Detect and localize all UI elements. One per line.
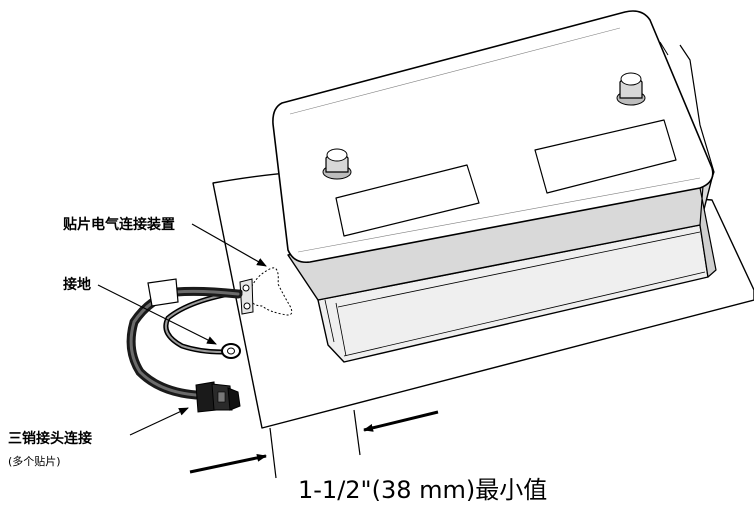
harness-tag <box>147 278 179 307</box>
label-ground: 接地 <box>63 277 91 293</box>
label-three-pin-connector: 三销接头连接 <box>8 431 92 447</box>
terminal-right <box>616 72 646 106</box>
dimension-arrow-left <box>189 453 267 474</box>
three-pin-connector-plug <box>195 381 241 413</box>
label-clearance: 1-1/2"(38 mm)最小值 <box>298 476 548 504</box>
label-three-pin-connector-note: (多个贴片) <box>8 455 61 468</box>
leader-patch-connector <box>191 223 267 267</box>
lid-window-left <box>335 164 480 237</box>
leader-three-pin <box>129 407 189 436</box>
dimension-tick-left <box>269 427 277 479</box>
lid-window-right <box>534 119 677 194</box>
patch-connection-outline <box>249 267 293 316</box>
terminal-left <box>322 148 352 180</box>
leader-ground <box>97 284 217 345</box>
dimension-arrow-right <box>363 410 439 432</box>
dimension-tick-right <box>353 409 361 456</box>
label-patch-connector: 贴片电气连接装置 <box>63 217 175 233</box>
ground-ring-terminal <box>221 343 241 359</box>
